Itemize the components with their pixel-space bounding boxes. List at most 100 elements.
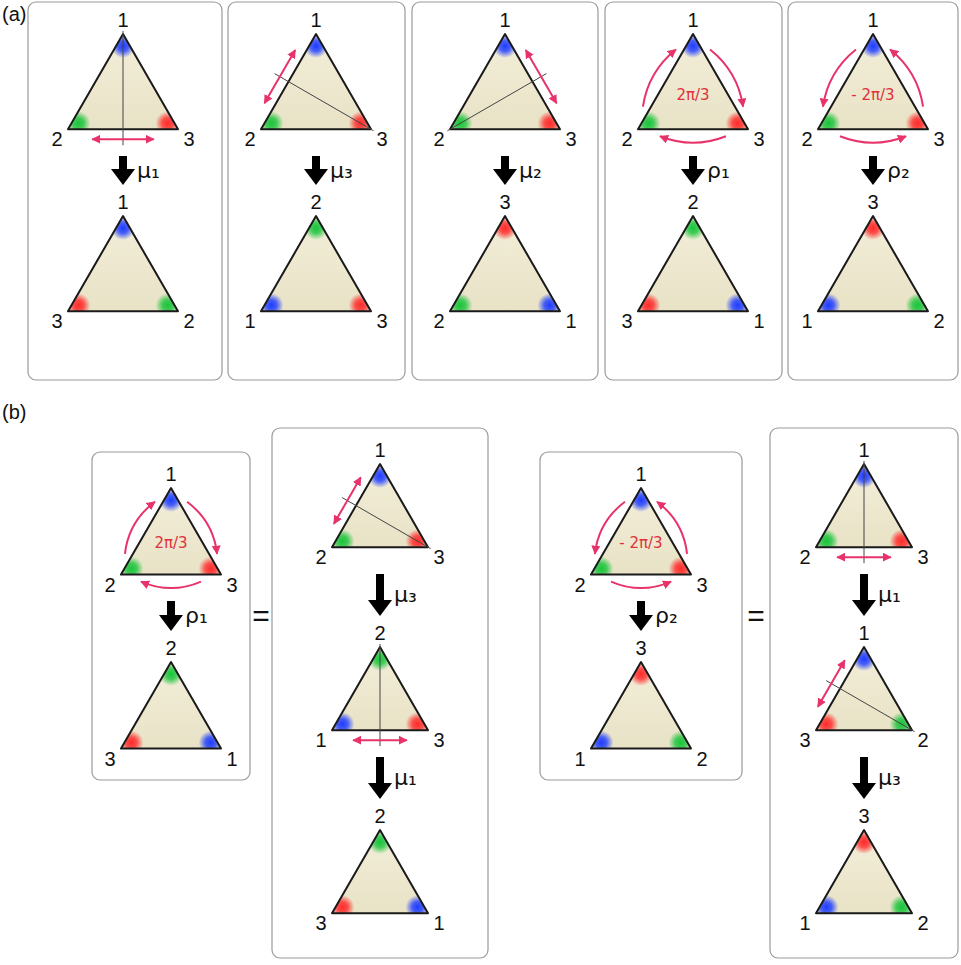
operation-label: μ₃ bbox=[394, 582, 417, 608]
triangle-node: 123 bbox=[430, 6, 580, 154]
rotation-arrow bbox=[187, 502, 217, 554]
triangle-node: 231 bbox=[312, 802, 448, 938]
triangle-node: 123- 2π/3 bbox=[571, 460, 711, 599]
vertex-number: 1 bbox=[244, 309, 255, 333]
vertex-number: 1 bbox=[574, 747, 585, 771]
vertex-number: 1 bbox=[499, 8, 510, 32]
vertex-number: 1 bbox=[310, 8, 321, 32]
vertex-number: 2 bbox=[433, 127, 444, 151]
vertex-dot bbox=[156, 111, 180, 135]
triangle-node: 132 bbox=[796, 619, 932, 755]
swap-arrow bbox=[837, 556, 891, 558]
operation-arrow bbox=[860, 757, 868, 783]
vertex-number: 1 bbox=[433, 911, 444, 935]
vertex-number: 2 bbox=[574, 573, 585, 597]
vertex-dot bbox=[861, 34, 885, 58]
vertex-number: 3 bbox=[433, 545, 444, 569]
vertex-dot bbox=[629, 662, 653, 686]
reflection-line bbox=[447, 74, 546, 131]
vertex-number: 2 bbox=[51, 127, 62, 151]
swap-arrow bbox=[526, 50, 557, 103]
panel-box bbox=[770, 428, 958, 958]
operation-arrow bbox=[501, 156, 509, 169]
vertex-number: 1 bbox=[635, 462, 646, 486]
triangle-outline bbox=[638, 216, 748, 311]
vertex-dot bbox=[861, 216, 885, 240]
rotation-angle: 2π/3 bbox=[154, 534, 187, 552]
vertex-number: 3 bbox=[858, 804, 869, 828]
triangle-node: 312 bbox=[798, 188, 948, 336]
vertex-dot bbox=[199, 557, 223, 581]
vertex-number: 3 bbox=[621, 309, 632, 333]
vertex-number: 3 bbox=[376, 309, 387, 333]
vertex-number: 1 bbox=[801, 309, 812, 333]
operation-label: μ₁ bbox=[394, 765, 417, 791]
vertex-number: 3 bbox=[376, 127, 387, 151]
vertex-number: 2 bbox=[917, 911, 928, 935]
triangle-outline bbox=[591, 488, 691, 575]
vertex-dot bbox=[726, 293, 750, 317]
vertex-dot bbox=[814, 529, 838, 553]
vertex-number: 1 bbox=[315, 728, 326, 752]
operation-arrow bbox=[312, 156, 320, 169]
triangle-outline bbox=[816, 647, 912, 730]
vertex-number: 2 bbox=[687, 190, 698, 214]
panel-box bbox=[28, 2, 222, 380]
triangle-node: 231 bbox=[101, 634, 241, 773]
vertex-number: 2 bbox=[801, 127, 812, 151]
panel-box bbox=[228, 2, 405, 380]
vertex-number: 3 bbox=[183, 127, 194, 151]
triangle-node: 123 bbox=[241, 6, 391, 154]
operation-arrow bbox=[167, 601, 175, 615]
rotation-arrow bbox=[823, 50, 856, 107]
vertex-dot bbox=[159, 662, 183, 686]
swap-arrow bbox=[353, 739, 407, 741]
triangle-node: 1232π/3 bbox=[101, 460, 241, 599]
rotation-arrow bbox=[643, 50, 676, 107]
vertex-dot bbox=[406, 712, 430, 736]
equals-sign: = bbox=[252, 598, 270, 634]
triangle-outline bbox=[121, 662, 221, 749]
vertex-dot bbox=[111, 216, 135, 240]
vertex-number: 3 bbox=[867, 190, 878, 214]
vertex-number: 1 bbox=[374, 438, 385, 462]
triangle-outline bbox=[591, 662, 691, 749]
vertex-number: 1 bbox=[117, 190, 128, 214]
triangle-outline bbox=[818, 216, 928, 311]
vertex-dot bbox=[629, 488, 653, 512]
reflection-line bbox=[123, 31, 124, 145]
rotation-arrow bbox=[840, 136, 906, 143]
operation-label: ρ₂ bbox=[655, 603, 678, 629]
vertex-number: 2 bbox=[621, 127, 632, 151]
panel-box bbox=[540, 452, 742, 780]
vertex-number: 2 bbox=[917, 728, 928, 752]
vertex-number: 2 bbox=[374, 804, 385, 828]
vertex-number: 2 bbox=[696, 747, 707, 771]
vertex-dot bbox=[816, 111, 840, 135]
vertex-dot bbox=[119, 557, 143, 581]
rotation-arrow bbox=[141, 582, 201, 589]
vertex-dot bbox=[156, 293, 180, 317]
vertex-dot bbox=[814, 712, 838, 736]
vertex-number: 2 bbox=[433, 309, 444, 333]
swap-arrow bbox=[334, 477, 361, 524]
vertex-number: 3 bbox=[933, 127, 944, 151]
vertex-dot bbox=[636, 293, 660, 317]
vertex-dot bbox=[814, 895, 838, 919]
vertex-number: 3 bbox=[799, 728, 810, 752]
triangle-node: 132 bbox=[48, 188, 198, 336]
reflection-line bbox=[275, 74, 374, 131]
vertex-number: 1 bbox=[687, 8, 698, 32]
vertex-dot bbox=[852, 830, 876, 854]
vertex-dot bbox=[906, 111, 930, 135]
vertex-dot bbox=[681, 34, 705, 58]
rotation-angle: 2π/3 bbox=[676, 86, 709, 104]
vertex-number: 1 bbox=[117, 8, 128, 32]
vertex-dot bbox=[890, 895, 914, 919]
vertex-dot bbox=[159, 488, 183, 512]
rotation-arrow bbox=[710, 50, 743, 107]
panel-label: (a) bbox=[2, 2, 26, 26]
vertex-number: 2 bbox=[183, 309, 194, 333]
operation-arrow bbox=[376, 757, 384, 783]
panel-box bbox=[272, 428, 488, 958]
